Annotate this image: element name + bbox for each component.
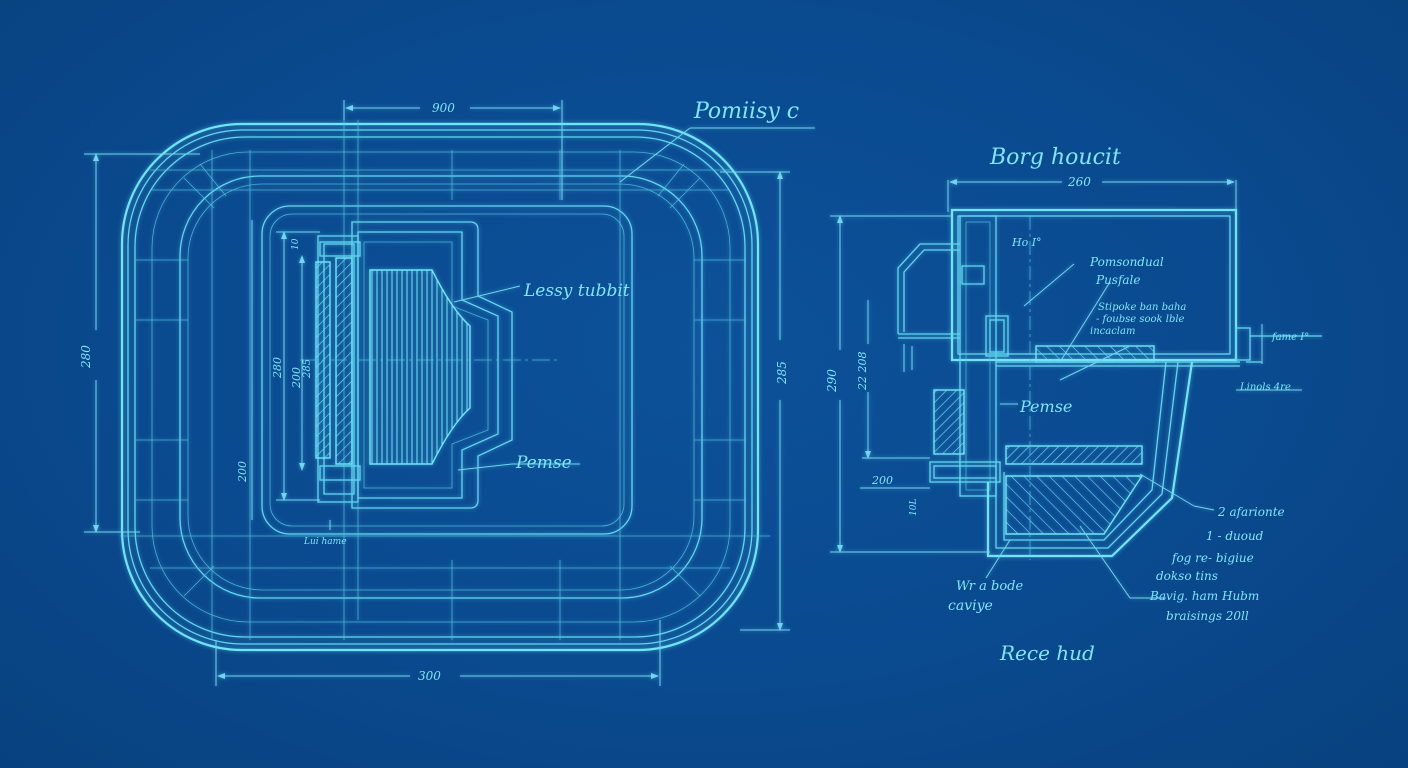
dim-bottom-width: 300 [418, 669, 441, 683]
dim-left-height: 280 [79, 345, 93, 369]
note-br-2: 1 - duoud [1206, 529, 1264, 543]
note-br-5: Bavig. ham Hubm [1149, 589, 1259, 603]
note-lessy-tubbit: Lessy tubbit [523, 281, 630, 301]
note-linols: Linols 4re [1239, 382, 1291, 393]
note-c-line-2: - foubse sook lble [1096, 314, 1185, 325]
dim-section-top-width: 260 [1067, 175, 1091, 189]
note-br-1: 2 afarionte [1217, 505, 1285, 519]
section-title: Borg houcit [989, 145, 1121, 170]
note-pomsondual: Pomsondual [1089, 255, 1164, 269]
dim-top-small: 10 [291, 238, 301, 250]
note-bottom-left-2: caviye [948, 598, 993, 614]
note-br-3: fog re- bigiue [1171, 551, 1254, 565]
plan-view [84, 100, 815, 686]
note-fame: fame I° [1271, 332, 1309, 343]
note-small: Lui hame [303, 537, 347, 547]
section-view [830, 179, 1322, 599]
note-br-6: braisings 20ll [1166, 609, 1249, 623]
note-pomiisy: Pomiisy c [693, 99, 799, 124]
note-c-line-1: Stipoke ban baha [1098, 302, 1186, 313]
section-view-annotations: Borg houcit 260 Ho I° Pomsondual Pusfale… [825, 145, 1309, 665]
dim-inner-3: 285 [302, 359, 313, 379]
dim-inner-1: 280 [271, 357, 284, 379]
note-c-line-3: incaclam [1090, 326, 1135, 337]
dim-inner-2: 200 [290, 367, 303, 389]
signature: Rece hud [999, 641, 1095, 665]
dim-section-left-height: 290 [825, 369, 839, 393]
plan-view-annotations: 900 Pomiisy c Lessy tubbit Pemse Lui ham… [79, 99, 799, 683]
note-ho: Ho I° [1011, 236, 1042, 249]
note-pemse: Pemse [515, 453, 572, 473]
note-br-4: dokso tins [1156, 569, 1218, 583]
note-pusfale: Pusfale [1095, 273, 1141, 287]
dim-section-tiny: 10L [909, 499, 919, 516]
note-section-pemse: Pemse [1019, 397, 1072, 416]
note-bottom-left-1: Wr a bode [956, 579, 1023, 594]
dim-top-width: 900 [432, 101, 455, 115]
dim-lower-small: 200 [236, 461, 249, 483]
dim-section-lower-small: 200 [871, 474, 893, 487]
dim-section-inner-height: 22 208 [856, 352, 869, 392]
dim-right-height: 285 [775, 361, 789, 385]
